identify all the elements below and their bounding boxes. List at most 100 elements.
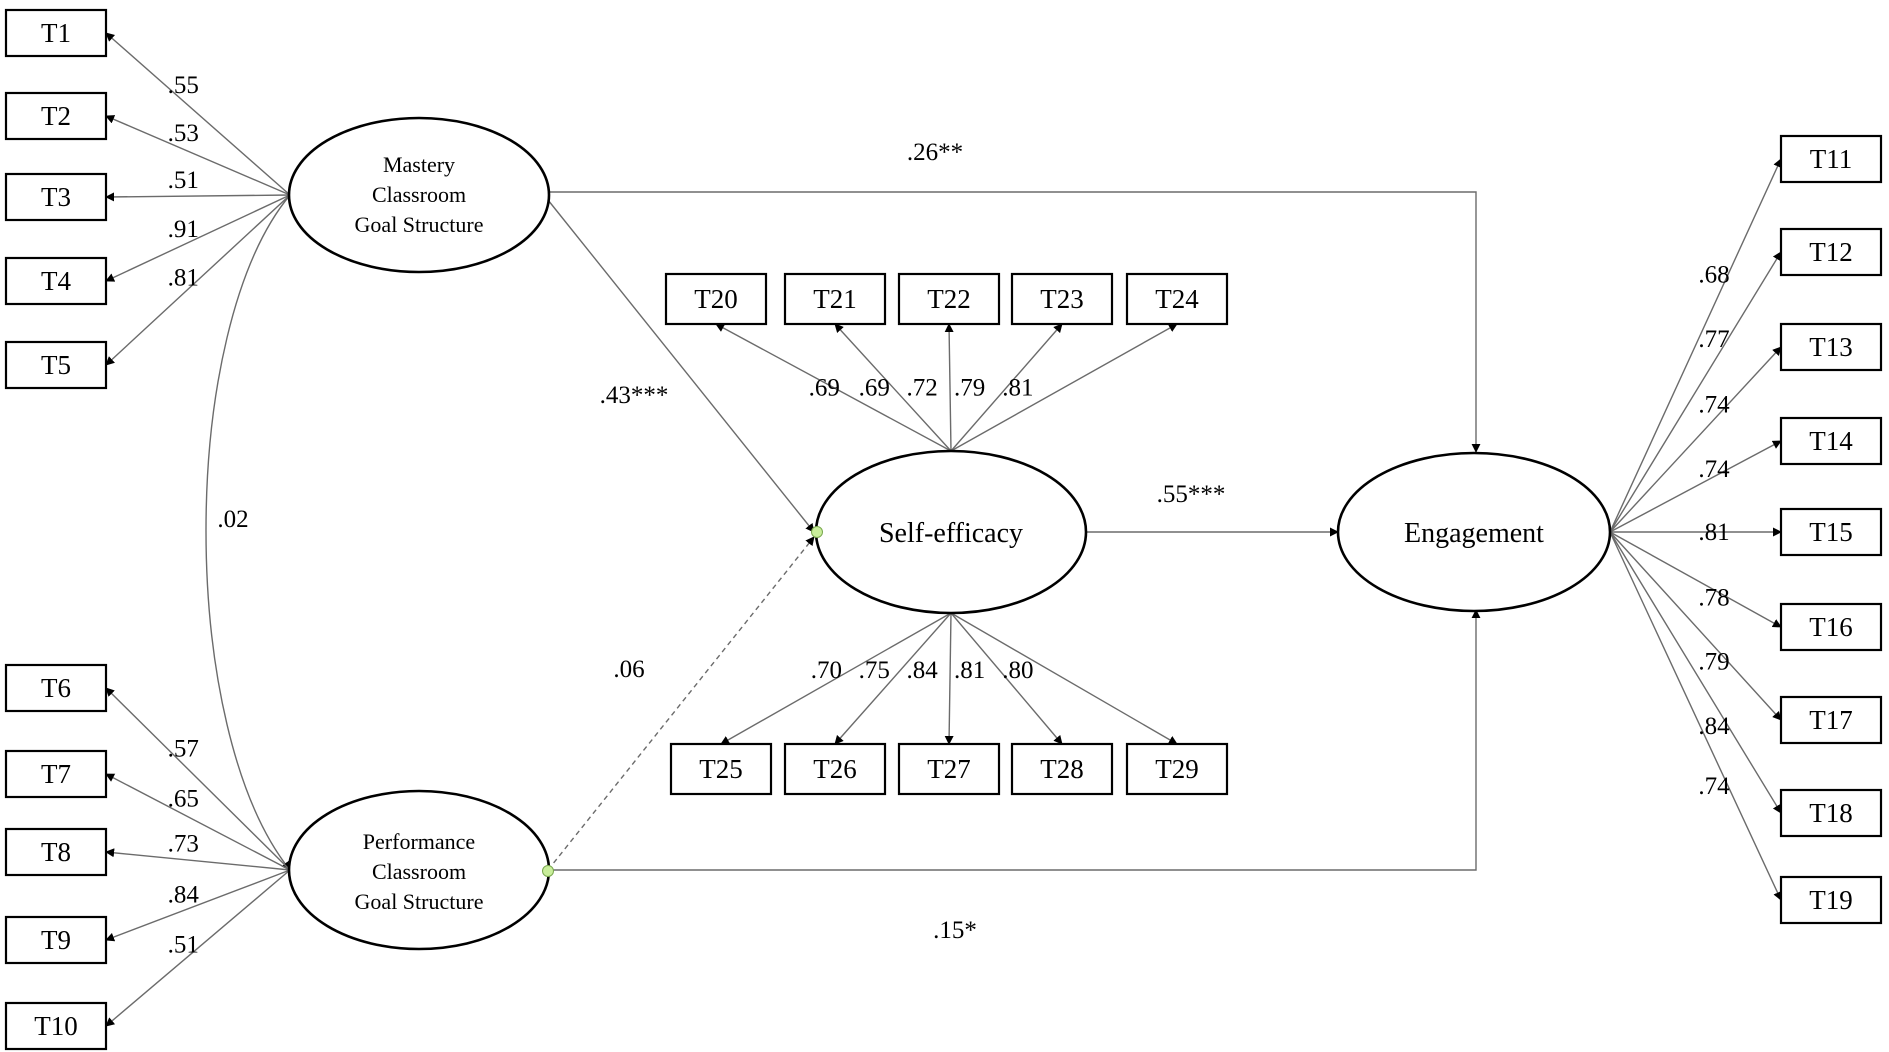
loading-line-T29 bbox=[950, 612, 1178, 745]
self-efficacy-handle-dot bbox=[811, 526, 823, 538]
structural-paths bbox=[205, 185, 1481, 871]
loading-line-T17 bbox=[1609, 531, 1782, 721]
loading-coef-T21: .69 bbox=[859, 375, 890, 402]
indicator-label-T29: T29 bbox=[1155, 754, 1199, 784]
loading-coef-T10: .51 bbox=[168, 931, 199, 958]
loading-line-T4 bbox=[105, 194, 291, 282]
loading-coef-T9: .84 bbox=[168, 882, 200, 909]
loading-coef-T20: .69 bbox=[809, 375, 840, 402]
loading-line-T9 bbox=[105, 869, 291, 942]
indicator-box-T22 bbox=[897, 272, 1001, 326]
indicator-box-T2 bbox=[4, 91, 108, 141]
loading-line-T27 bbox=[944, 612, 954, 745]
indicator-label-T11: T11 bbox=[1810, 144, 1853, 174]
indicator-box-T10 bbox=[4, 1001, 108, 1051]
engagement-ellipse bbox=[1336, 451, 1612, 613]
loading-coef-T24: .81 bbox=[1002, 375, 1033, 402]
indicator-label-T6: T6 bbox=[41, 673, 71, 703]
indicator-label-T25: T25 bbox=[699, 754, 743, 784]
indicator-box-T18 bbox=[1779, 788, 1883, 838]
loading-labels: .55.53.51.91.81.57.65.73.84.51.69.69.72.… bbox=[168, 72, 1730, 958]
loading-line-T14 bbox=[1609, 440, 1782, 533]
indicator-box-T27 bbox=[897, 742, 1001, 796]
loading-coef-T7: .65 bbox=[168, 785, 199, 812]
loading-line-T8 bbox=[105, 848, 291, 871]
loading-coef-T14: .74 bbox=[1698, 456, 1730, 483]
loading-line-T10 bbox=[105, 869, 291, 1027]
indicator-label-T26: T26 bbox=[813, 754, 857, 784]
loading-coef-T28: .81 bbox=[954, 657, 985, 684]
indicator-label-T15: T15 bbox=[1809, 517, 1853, 547]
indicator-label-T2: T2 bbox=[41, 101, 71, 131]
indicator-box-T23 bbox=[1010, 272, 1114, 326]
indicator-label-T10: T10 bbox=[34, 1011, 78, 1041]
coef-mastery-to-engagement: .26** bbox=[907, 139, 963, 166]
loading-coef-T19: .74 bbox=[1698, 773, 1730, 800]
loading-coef-T11: .68 bbox=[1698, 262, 1729, 289]
path-performance-to-engagement bbox=[549, 609, 1481, 871]
performance-label-line-3: Goal Structure bbox=[355, 889, 484, 914]
loading-coef-T29: .80 bbox=[1002, 657, 1033, 684]
path-mastery-to-self-efficacy bbox=[547, 199, 815, 533]
loading-line-T11 bbox=[1609, 158, 1782, 533]
loading-line-T20 bbox=[715, 323, 952, 452]
loading-coef-T25: .70 bbox=[811, 657, 842, 684]
indicator-box-T1 bbox=[4, 8, 108, 58]
indicator-label-T19: T19 bbox=[1809, 885, 1853, 915]
loading-line-T13 bbox=[1609, 346, 1782, 533]
loading-coef-T1: .55 bbox=[168, 72, 199, 99]
indicator-label-T9: T9 bbox=[41, 925, 71, 955]
performance-label-line-1: Performance bbox=[363, 829, 475, 854]
coef-performance-to-engagement: .15* bbox=[933, 917, 977, 944]
indicator-box-T26 bbox=[783, 742, 887, 796]
mastery-label-line-1: Mastery bbox=[383, 152, 455, 177]
loading-line-T23 bbox=[950, 323, 1063, 452]
indicator-box-T29 bbox=[1125, 742, 1229, 796]
path-coefficients: .26** .43*** .06 .15* .55*** .02 bbox=[217, 139, 1225, 944]
loading-coef-T8: .73 bbox=[168, 831, 199, 858]
indicator-box-T5 bbox=[4, 340, 108, 390]
indicator-label-T14: T14 bbox=[1809, 426, 1853, 456]
loading-line-T2 bbox=[105, 115, 291, 196]
indicator-label-T22: T22 bbox=[927, 284, 971, 314]
coef-covariance: .02 bbox=[217, 506, 248, 533]
latent-variables: Mastery Classroom Goal Structure Perform… bbox=[287, 116, 1612, 951]
loading-line-T1 bbox=[105, 32, 291, 196]
coef-mastery-to-self-efficacy: .43*** bbox=[600, 382, 669, 409]
loading-coef-T13: .74 bbox=[1698, 391, 1730, 418]
indicator-box-T13 bbox=[1779, 322, 1883, 372]
indicator-box-T6 bbox=[4, 663, 108, 713]
indicator-label-T12: T12 bbox=[1809, 237, 1853, 267]
indicator-label-T8: T8 bbox=[41, 837, 71, 867]
loading-coef-T3: .51 bbox=[168, 167, 199, 194]
path-performance-to-self-efficacy bbox=[547, 536, 815, 871]
loading-line-T18 bbox=[1609, 531, 1782, 814]
indicator-label-T1: T1 bbox=[41, 18, 71, 48]
indicator-label-T7: T7 bbox=[41, 759, 71, 789]
engagement-label: Engagement bbox=[1404, 518, 1544, 549]
indicator-label-T17: T17 bbox=[1809, 705, 1853, 735]
loading-line-T21 bbox=[834, 323, 952, 452]
loading-coef-T2: .53 bbox=[168, 120, 199, 147]
loading-line-T25 bbox=[720, 612, 952, 745]
loading-line-T19 bbox=[1609, 531, 1782, 901]
loading-line-T16 bbox=[1609, 531, 1782, 628]
loading-coef-T5: .81 bbox=[168, 265, 199, 292]
indicator-box-T8 bbox=[4, 827, 108, 877]
indicator-label-T18: T18 bbox=[1809, 798, 1853, 828]
performance-label-line-2: Classroom bbox=[372, 859, 466, 884]
indicator-box-T15 bbox=[1779, 507, 1883, 557]
indicator-box-T24 bbox=[1125, 272, 1229, 326]
indicator-label-T3: T3 bbox=[41, 182, 71, 212]
loading-coef-T16: .78 bbox=[1698, 585, 1729, 612]
loading-line-T6 bbox=[105, 687, 291, 871]
indicator-box-T25 bbox=[669, 742, 773, 796]
indicator-label-T28: T28 bbox=[1040, 754, 1084, 784]
indicator-box-T3 bbox=[4, 172, 108, 222]
mastery-ellipse bbox=[287, 116, 551, 274]
indicator-box-T14 bbox=[1779, 416, 1883, 466]
coef-self-efficacy-to-engagement: .55*** bbox=[1157, 481, 1226, 508]
indicator-label-T23: T23 bbox=[1040, 284, 1084, 314]
